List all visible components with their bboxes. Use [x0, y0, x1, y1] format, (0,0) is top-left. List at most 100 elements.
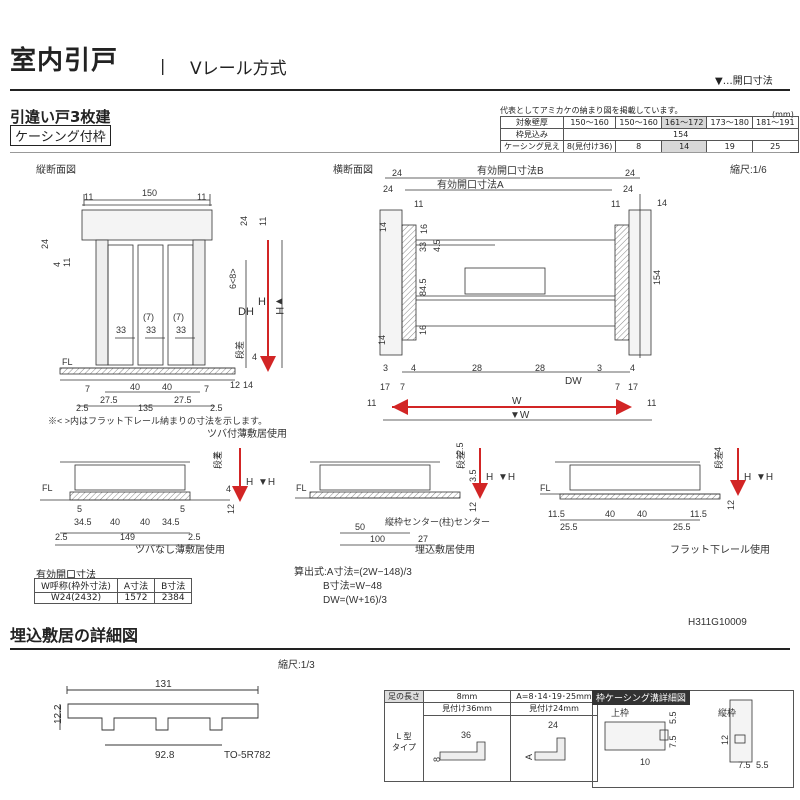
table-header: W呼称(枠外寸法)	[34, 578, 118, 593]
dim-label: 2.5	[455, 442, 465, 455]
casing-upper-label: 上枠	[611, 707, 629, 718]
vertical-section	[59, 194, 283, 407]
page-subtitle: Vレール方式	[190, 59, 287, 79]
dim-label: 28	[472, 363, 482, 373]
dim-label: 17	[628, 382, 638, 392]
dim-label: 14	[378, 222, 388, 232]
table-header: A寸法	[116, 578, 156, 593]
formula-line: B寸法=W−48	[323, 579, 382, 592]
dim-label: 150	[142, 188, 157, 198]
embed-caption: 埋込敷居使用	[415, 543, 475, 556]
casing-detail-title: 枠ケーシング溝詳細図	[592, 690, 690, 705]
vertical-note: ※< >内はフラット下レール納まりの寸法を示します。	[48, 415, 267, 426]
dim-label: 4	[411, 363, 416, 373]
dim-label: 25.5	[560, 522, 578, 532]
table-row: L 型 タイプ 見付け36mm 見付け24mm	[384, 702, 598, 782]
dim-label: 段差	[713, 451, 724, 469]
dim-label: 27.5	[100, 395, 118, 405]
dim-label: 3.5	[468, 469, 478, 482]
dim-label: 有効開口寸法B	[477, 164, 544, 177]
casing-vertical-label: 縦枠	[718, 707, 736, 718]
dim-label: FL	[42, 483, 53, 493]
table-cell: W24(2432)	[34, 592, 118, 604]
dim-label: 40	[130, 382, 140, 392]
dim-label: H	[486, 472, 493, 483]
dim-label: H	[744, 472, 751, 483]
dim-label: 11	[84, 192, 93, 202]
table-row: W呼称(枠外寸法) A寸法 B寸法	[34, 578, 193, 593]
dim-label: 92.8	[155, 750, 175, 761]
sill-profile	[59, 686, 259, 746]
dim-label: 17	[380, 382, 390, 392]
dim-label: 33	[146, 325, 156, 335]
dim-label: 84.5	[418, 278, 428, 296]
dim-label: 24	[383, 184, 393, 194]
dim-label: 11	[258, 217, 268, 226]
dim-label: 40	[605, 509, 615, 519]
dim-label: 34.5	[162, 517, 180, 527]
title-separator: |	[160, 56, 166, 75]
dim-label: 11	[197, 192, 206, 202]
dim-label: 11	[414, 199, 423, 209]
dim-label: 2.5	[188, 532, 201, 542]
spec-cell-highlight: 161〜172	[660, 116, 708, 129]
detail-rule	[10, 648, 790, 650]
dim-label: ▼H	[258, 477, 275, 488]
table-cell: L 型 タイプ	[384, 702, 424, 782]
dim-label: H	[258, 296, 266, 308]
dim-label: 段差	[455, 451, 466, 469]
legend-opening: ▼…開口寸法	[715, 76, 773, 87]
dim-label: 40	[637, 509, 647, 519]
detail-heading: 埋込敷居の詳細図	[10, 626, 139, 645]
dim-label: 24	[239, 216, 249, 226]
dim-label: ▼H	[756, 472, 773, 483]
part-code: TO-5R782	[224, 750, 271, 761]
header-rule	[10, 89, 790, 91]
flat-caption: フラット下レール使用	[670, 543, 770, 556]
dim-label: (7)	[143, 312, 154, 322]
dim-label: 50	[355, 522, 365, 532]
size-table: W呼称(枠外寸法) A寸法 B寸法 W24(2432) 1572 2384	[34, 578, 193, 604]
formula-line: DW=(W+16)/3	[323, 595, 387, 606]
vertical-section-label: 縦断面図	[36, 163, 76, 176]
table-row: W24(2432) 1572 2384	[34, 592, 193, 604]
dim-label: 2.5	[210, 403, 223, 413]
dim-label: FL	[540, 483, 551, 493]
dim-label: 27	[418, 534, 428, 544]
dim-label: 7	[85, 384, 90, 394]
section-badge: ケーシング付枠	[10, 125, 111, 146]
dim-label: 7	[615, 382, 620, 392]
dim-label: 131	[155, 679, 172, 690]
dim-label: 12	[226, 504, 236, 514]
drawing-code: H311G10009	[688, 617, 747, 628]
dim-label: 12	[726, 500, 736, 510]
dim-label: 100	[370, 534, 385, 544]
dim-label: 154	[652, 270, 662, 285]
dim-label: 33	[176, 325, 186, 335]
dim-label: 33	[116, 325, 126, 335]
dim-label: 3	[383, 363, 388, 373]
table-cell	[510, 714, 598, 783]
dim-label: 27.5	[174, 395, 192, 405]
dim-label: 14	[243, 380, 253, 390]
detail-scale: 縮尺:1/3	[278, 658, 315, 671]
frame-center-label: 縦枠センター(柱)センター	[385, 516, 490, 527]
dim-label: 4	[252, 352, 257, 362]
dim-label: 11	[647, 398, 656, 408]
dim-label: 34.5	[74, 517, 92, 527]
dim-label: 4	[713, 447, 723, 452]
dim-label: 5	[77, 504, 82, 514]
dim-label: (7)	[173, 312, 184, 322]
dim-label: 14	[657, 198, 667, 208]
dim-label: 40	[140, 517, 150, 527]
dim-label: 25.5	[673, 522, 691, 532]
dim-label: 4	[630, 363, 635, 373]
formula-line: 算出式:A寸法=(2W−148)/3	[294, 565, 412, 578]
table-row: 枠見込み 154	[500, 128, 799, 141]
dim-label: 14	[377, 335, 387, 345]
embedded-sill-detail	[295, 461, 461, 546]
l-type-table: 足の長さ 8mm A=8･14･19･25mm L 型 タイプ 見付け36mm …	[384, 690, 598, 783]
dim-label: 40	[162, 382, 172, 392]
dim-label: 5	[180, 504, 185, 514]
section-rule	[10, 152, 790, 153]
